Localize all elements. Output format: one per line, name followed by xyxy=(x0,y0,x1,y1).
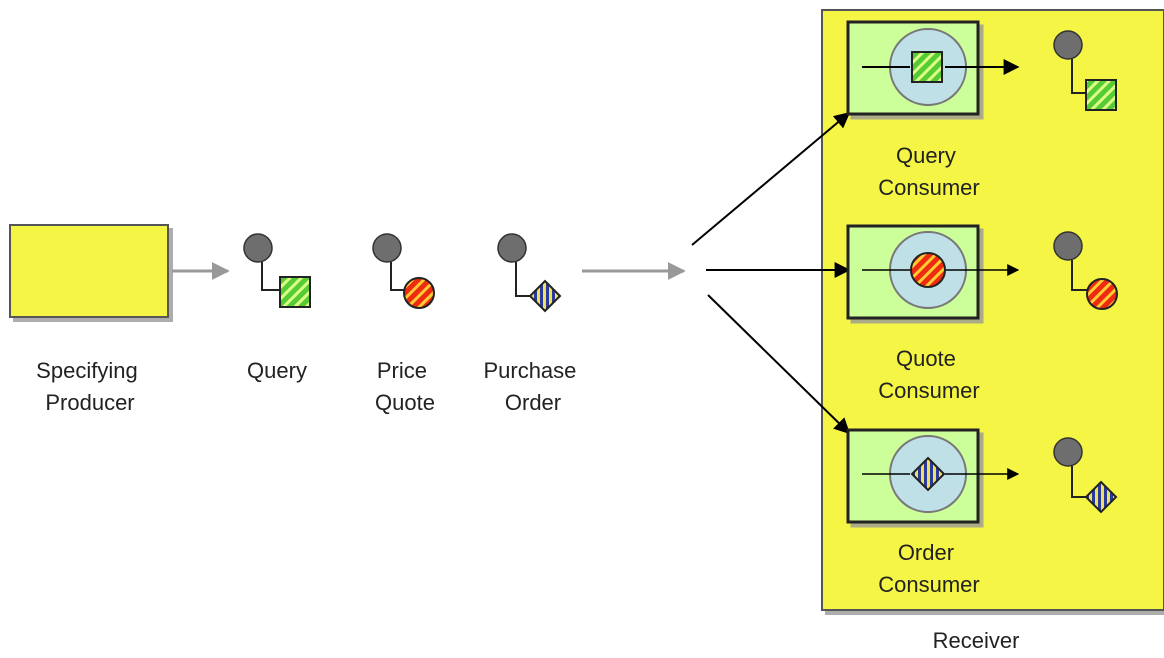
message-purchase-order xyxy=(497,233,562,313)
producer-box xyxy=(9,224,169,318)
circle-token-icon xyxy=(910,252,946,288)
message-query xyxy=(243,233,311,308)
square-token-icon xyxy=(1085,79,1117,111)
diamond-token-icon xyxy=(528,279,562,313)
message-ball-icon xyxy=(243,233,273,263)
square-token-icon xyxy=(911,51,943,83)
message-ball-icon xyxy=(497,233,527,263)
message-ball-icon xyxy=(1053,437,1083,467)
message-price-quote xyxy=(372,233,435,309)
diamond-token-icon xyxy=(910,456,946,492)
message-purchase-order-label: Purchase Order xyxy=(483,358,582,415)
consumer-query xyxy=(846,20,1117,116)
message-query-label: Query xyxy=(247,358,307,383)
route-arrow-query xyxy=(691,111,851,246)
consumer-order-label: Order Consumer xyxy=(878,540,979,597)
consumer-query-label: Query Consumer xyxy=(878,143,979,200)
consumer-quote xyxy=(846,224,1118,320)
consumer-order xyxy=(846,428,1118,524)
message-price-quote-label: Price Quote xyxy=(375,358,435,415)
square-token-icon xyxy=(279,276,311,308)
consumer-quote-label: Quote Consumer xyxy=(878,346,979,403)
circle-token-icon xyxy=(403,277,435,309)
circle-token-icon xyxy=(1086,278,1118,310)
message-ball-icon xyxy=(1053,231,1083,261)
message-ball-icon xyxy=(1053,30,1083,60)
receiver-label: Receiver xyxy=(933,628,1020,653)
diamond-token-icon xyxy=(1084,480,1118,514)
producer-label: Specifying Producer xyxy=(36,358,144,415)
message-ball-icon xyxy=(372,233,402,263)
route-arrow-order xyxy=(707,294,851,435)
